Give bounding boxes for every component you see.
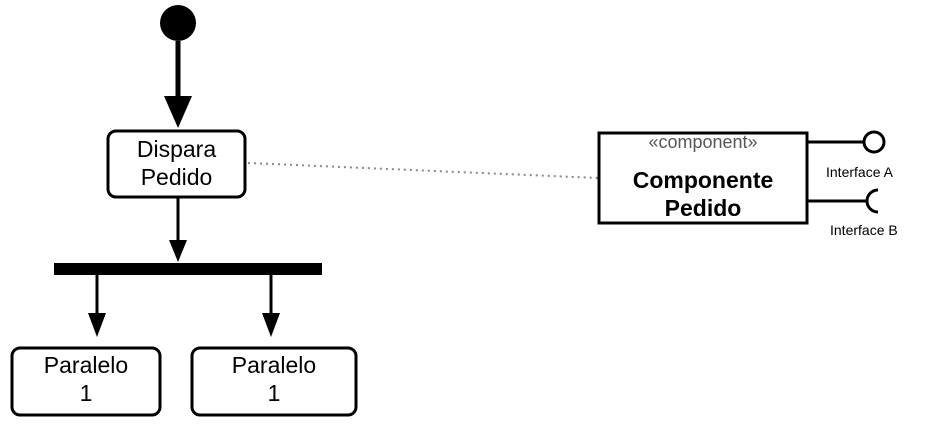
action-paralelo-left-label: Paralelo 1: [43, 352, 129, 406]
interface-a-lollipop-icon[interactable]: [862, 130, 886, 154]
component-box[interactable]: [597, 131, 809, 225]
interface-a-label: Interface A: [826, 164, 893, 180]
interface-b-label: Interface B: [830, 222, 898, 238]
dotted-connector: [247, 162, 599, 179]
arrowhead-to-paralelo-right: [262, 313, 280, 337]
initial-node: [160, 5, 196, 41]
arrowhead-initial: [164, 96, 192, 128]
arrowhead-to-fork: [169, 240, 187, 262]
action-paralelo-left[interactable]: [10, 346, 162, 417]
action-paralelo-right-label: Paralelo 1: [231, 352, 317, 406]
arrowhead-to-paralelo-left: [88, 313, 106, 337]
fork-bar: [54, 263, 322, 275]
action-dispara-pedido-label: Dispara Pedido: [136, 136, 217, 190]
interface-b-socket-icon[interactable]: [865, 188, 879, 214]
action-paralelo-right[interactable]: [190, 346, 358, 417]
component-stereotype: «component»: [648, 132, 758, 152]
component-name: Componente Pedido: [632, 167, 774, 221]
